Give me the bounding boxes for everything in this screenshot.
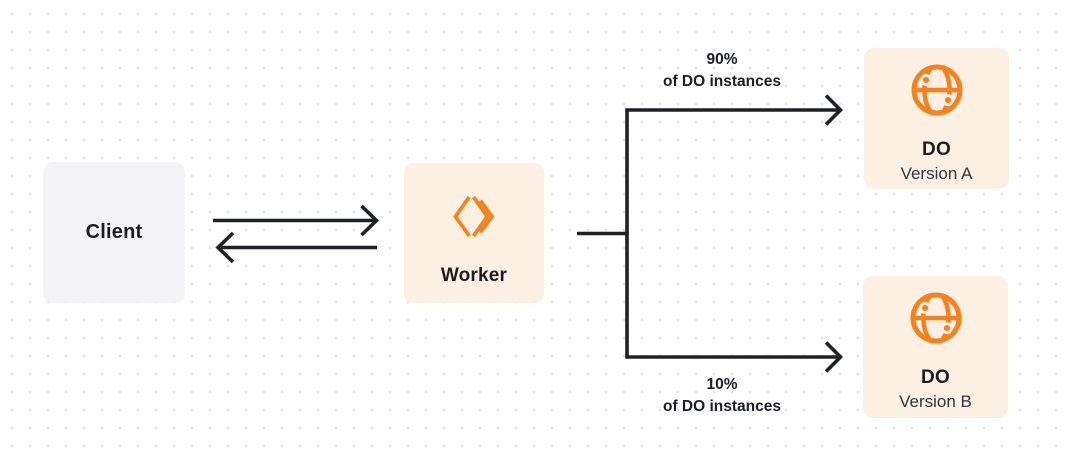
do-version-a-node: DO Version A: [864, 48, 1009, 189]
top-branch-caption: of DO instances: [663, 73, 781, 90]
bottom-branch-caption: of DO instances: [663, 398, 781, 415]
client-to-worker-arrowhead: [360, 204, 380, 237]
bottom-branch-arrowhead: [824, 341, 844, 373]
do-b-title: DO: [920, 367, 951, 388]
worker-to-client-arrowhead: [215, 231, 235, 264]
worker-node: Worker: [404, 163, 544, 303]
bottom-branch-label: 10% of DO instances: [612, 374, 832, 418]
top-branch-percent: 90%: [706, 51, 738, 68]
branch-frame: [625, 108, 839, 359]
do-a-subtitle: Version A: [900, 164, 973, 183]
top-branch-arrowhead: [824, 94, 844, 126]
top-branch-label: 90% of DO instances: [612, 49, 832, 93]
bottom-branch-percent: 10%: [706, 376, 738, 393]
worker-label: Worker: [440, 265, 508, 286]
do-b-subtitle: Version B: [899, 392, 972, 411]
durable-object-globe-icon: [910, 292, 961, 344]
do-version-b-node: DO Version B: [863, 276, 1008, 418]
durable-object-globe-icon: [911, 64, 962, 116]
client-label: Client: [85, 221, 143, 243]
do-a-title: DO: [921, 139, 952, 160]
cloudflare-workers-icon: [453, 195, 495, 238]
client-node: Client: [43, 162, 185, 303]
